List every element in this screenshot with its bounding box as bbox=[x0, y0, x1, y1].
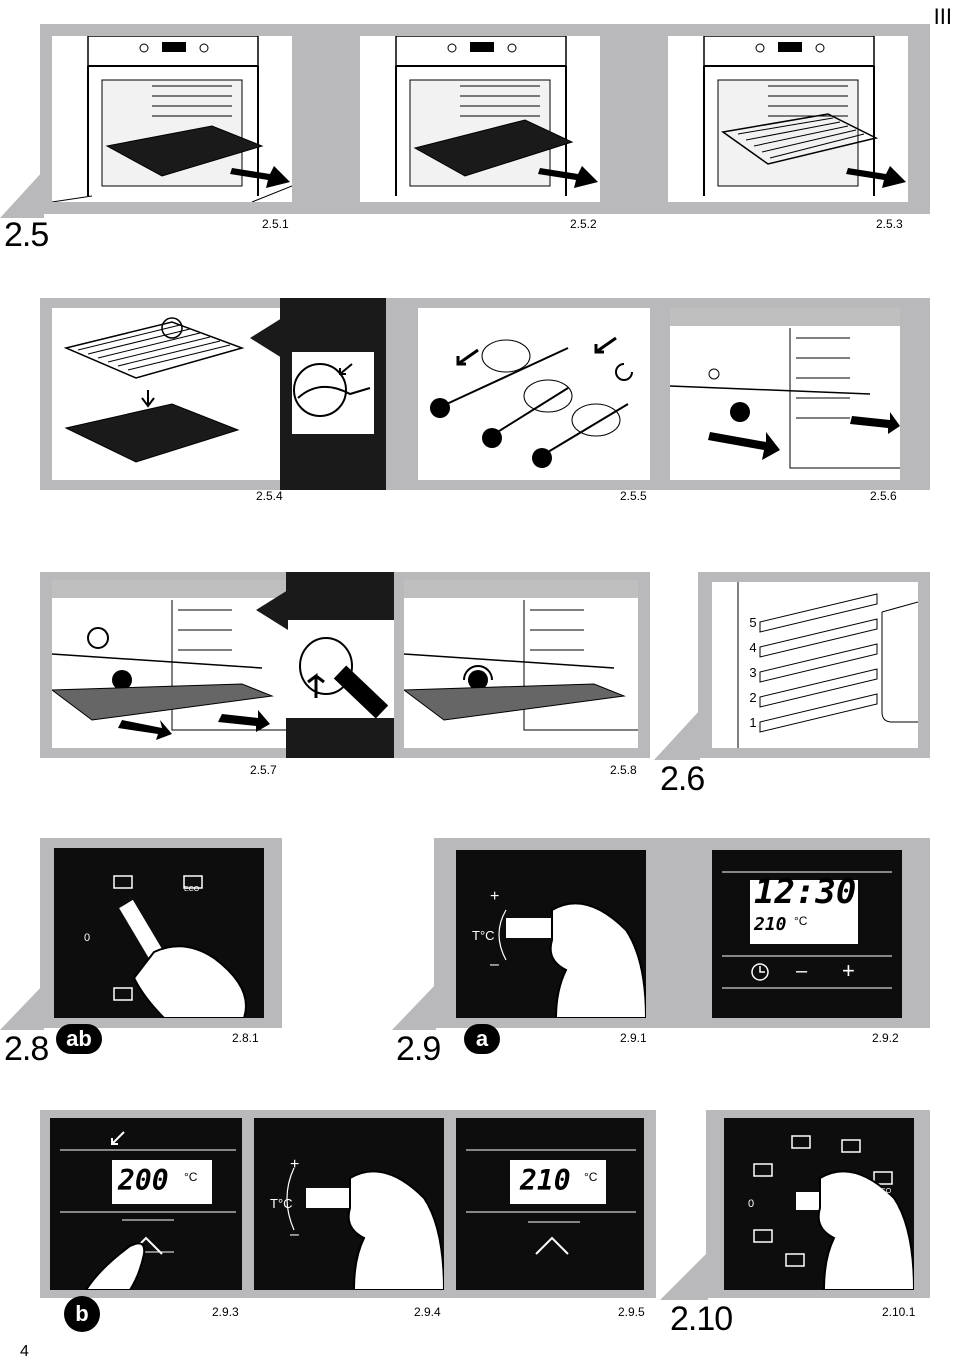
knob-minus-b: – bbox=[290, 1226, 299, 1243]
panel-zero-label: 0 bbox=[84, 932, 91, 944]
figure-label-2-5-3: 2.5.3 bbox=[876, 217, 903, 231]
figure-2-5-1-oven-tray bbox=[52, 36, 292, 202]
section-number-2-10: 2.10 bbox=[670, 1300, 733, 1338]
figure-label-2-5-2: 2.5.2 bbox=[570, 217, 597, 231]
figure-2-5-8-locked-spit bbox=[404, 580, 638, 748]
badge-ab: ab bbox=[56, 1024, 102, 1054]
corner-label: III bbox=[933, 4, 952, 29]
figure-2-5-2-oven-tray bbox=[360, 36, 600, 202]
figure-2-5-5-rotisserie-chickens bbox=[418, 308, 650, 480]
figure-2-9-4-temp-knob bbox=[254, 1118, 444, 1290]
display-temp-a: 210 bbox=[754, 914, 787, 935]
shelf-level-labels: 5 4 3 2 1 bbox=[746, 610, 760, 735]
figure-label-2-9-1: 2.9.1 bbox=[620, 1031, 647, 1045]
shelf-level-5: 5 bbox=[749, 615, 757, 630]
knob-minus: – bbox=[490, 956, 499, 973]
section-number-2-6: 2.6 bbox=[660, 760, 705, 798]
figure-label-2-5-6: 2.5.6 bbox=[870, 489, 897, 503]
section-2-5-corner-wedge bbox=[0, 170, 44, 218]
figure-label-2-5-1: 2.5.1 bbox=[262, 217, 289, 231]
shelf-level-3: 3 bbox=[749, 665, 757, 680]
figure-label-2-9-5: 2.9.5 bbox=[618, 1305, 645, 1319]
knob-plus: + bbox=[490, 888, 500, 905]
display-minus-button[interactable]: – bbox=[796, 960, 808, 982]
figure-2-9-1-temp-knob bbox=[456, 850, 646, 1018]
figure-2-5-3-oven-rack bbox=[668, 36, 908, 202]
section-number-2-8: 2.8 bbox=[4, 1030, 49, 1068]
figure-label-2-9-2: 2.9.2 bbox=[872, 1031, 899, 1045]
shelf-level-2: 2 bbox=[749, 690, 757, 705]
figure-2-5-7-spit-on-tray bbox=[52, 580, 286, 748]
figure-label-2-9-4: 2.9.4 bbox=[414, 1305, 441, 1319]
figure-2-5-7-detail-dark bbox=[286, 572, 394, 758]
display-time: 12:30 bbox=[754, 872, 857, 912]
section-2-8-corner-wedge bbox=[0, 984, 44, 1030]
figure-2-10-1-control-panel bbox=[724, 1118, 914, 1290]
section-number-2-5: 2.5 bbox=[4, 216, 49, 254]
knob-temp-label: T°C bbox=[472, 928, 495, 943]
display-unit-a: °C bbox=[794, 914, 808, 928]
badge-b: b bbox=[64, 1296, 100, 1332]
section-2-10-corner-wedge bbox=[660, 1252, 708, 1300]
section-2-6-corner-wedge bbox=[654, 710, 700, 760]
figure-2-5-4-rack-on-tray bbox=[52, 308, 282, 480]
figure-2-5-4-detail-dark bbox=[280, 298, 386, 490]
knob-plus-b: + bbox=[290, 1156, 300, 1173]
display-unit-b: °C bbox=[184, 1170, 198, 1184]
figure-label-2-5-5: 2.5.5 bbox=[620, 489, 647, 503]
figure-label-2-5-4: 2.5.4 bbox=[256, 489, 283, 503]
figure-label-2-5-8: 2.5.8 bbox=[610, 763, 637, 777]
shelf-level-1: 1 bbox=[749, 715, 757, 730]
badge-a: a bbox=[464, 1024, 500, 1054]
figure-label-2-8-1: 2.8.1 bbox=[232, 1031, 259, 1045]
detail-pointer bbox=[250, 318, 282, 358]
display-temp-b: 200 bbox=[118, 1164, 169, 1197]
detail-pointer-2 bbox=[256, 590, 288, 630]
figure-label-2-10-1: 2.10.1 bbox=[882, 1305, 916, 1319]
figure-2-8-1-control-panel bbox=[54, 848, 264, 1018]
display-temp-c: 210 bbox=[520, 1164, 571, 1197]
figure-2-9-3-display-up bbox=[50, 1118, 242, 1290]
figure-2-5-6-spit-insertion bbox=[670, 308, 900, 480]
panel-zero-label-2-10: 0 bbox=[748, 1198, 755, 1210]
knob-temp-label-b: T°C bbox=[270, 1196, 293, 1211]
figure-2-9-5-display-set bbox=[456, 1118, 644, 1290]
section-2-9-corner-wedge bbox=[392, 984, 436, 1030]
display-plus-button[interactable]: + bbox=[842, 958, 855, 983]
panel-eco-label: ECO bbox=[184, 886, 200, 893]
display-unit-c: °C bbox=[584, 1170, 598, 1184]
figure-label-2-5-7: 2.5.7 bbox=[250, 763, 277, 777]
figure-2-9-2-display bbox=[712, 850, 902, 1018]
figure-2-6-shelf-levels bbox=[712, 582, 918, 748]
panel-eco-label-2-10: ECO bbox=[876, 1188, 892, 1195]
figure-label-2-9-3: 2.9.3 bbox=[212, 1305, 239, 1319]
page-number: 4 bbox=[20, 1343, 29, 1360]
shelf-level-4: 4 bbox=[749, 640, 757, 655]
section-number-2-9: 2.9 bbox=[396, 1030, 441, 1068]
